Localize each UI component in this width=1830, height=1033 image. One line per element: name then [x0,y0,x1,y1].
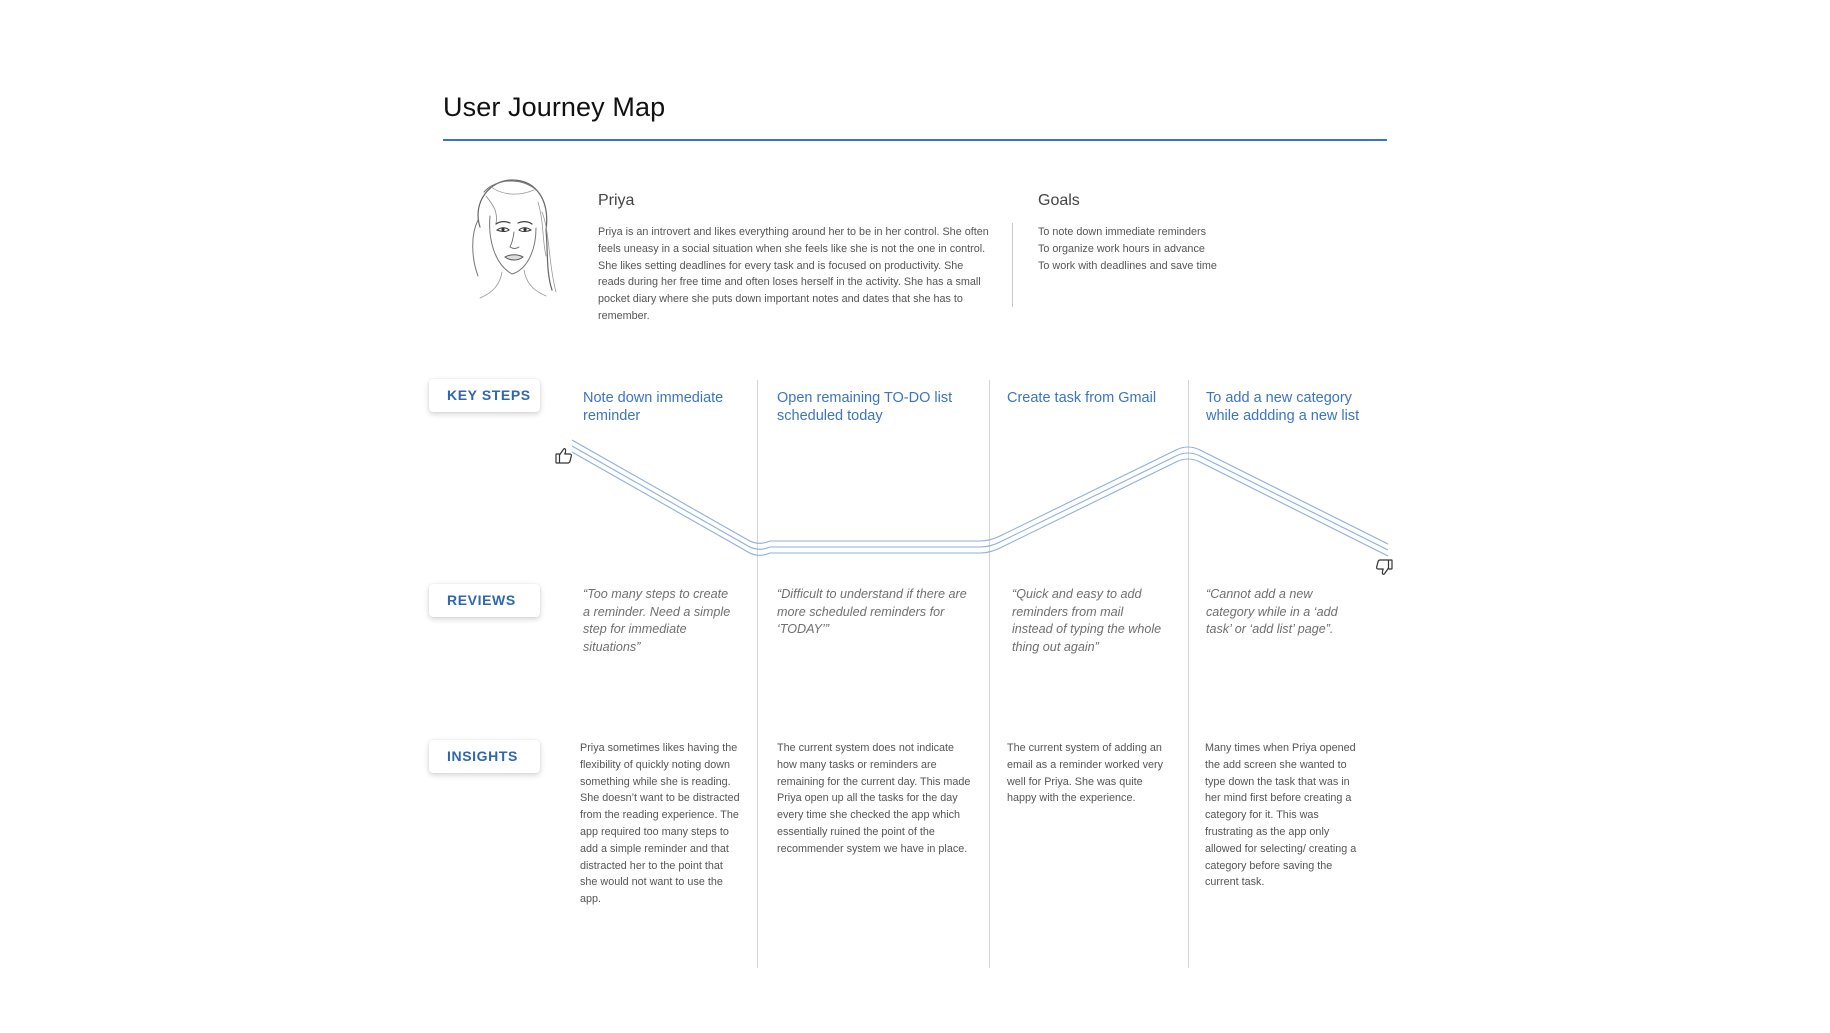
title-underline [443,139,1387,141]
key-step: Open remaining TO-DO list scheduled toda… [777,390,953,424]
persona-name: Priya [598,192,635,209]
review-quote: “Too many steps to create a reminder. Ne… [583,587,731,654]
key-step: Create task from Gmail [1007,390,1157,406]
row-label-insights: INSIGHTS [429,740,540,773]
goal-item: To work with deadlines and save time [1038,259,1217,272]
stage-divider [1188,380,1189,968]
goal-item: To note down immediate reminders [1038,226,1207,238]
goal-item: To organize work hours in advance [1038,242,1205,255]
stage-divider [757,380,758,968]
row-label-key-steps: KEY STEPS [429,379,540,412]
goals-title: Goals [1038,192,1080,209]
insight-text: Many times when Priya opened the add scr… [1205,742,1357,889]
review-quote: “Difficult to understand if there are mo… [777,587,967,636]
page-title: User Journey Map [443,92,666,122]
insight-text: The current system does not indicate how… [777,742,971,855]
thumbs-up-icon [555,448,573,464]
persona-goals-divider [1012,223,1013,307]
row-label-reviews: REVIEWS [429,584,540,617]
key-step: Note down immediate reminder [583,390,724,424]
goals-list: To note down immediate reminders To orga… [1038,224,1288,274]
insight-text: Priya sometimes likes having the flexibi… [580,742,740,906]
review-quote: “Quick and easy to add reminders from ma… [1012,587,1162,654]
persona-avatar-icon [472,179,557,299]
insight-text: The current system of adding an email as… [1007,742,1164,805]
review-quote: “Cannot add a new category while in a ‘a… [1206,587,1338,636]
thumbs-down-icon [1375,559,1393,575]
key-step: To add a new category while addding a ne… [1206,390,1360,424]
persona-bio: Priya is an introvert and likes everythi… [598,226,989,322]
stage-divider [989,380,990,968]
